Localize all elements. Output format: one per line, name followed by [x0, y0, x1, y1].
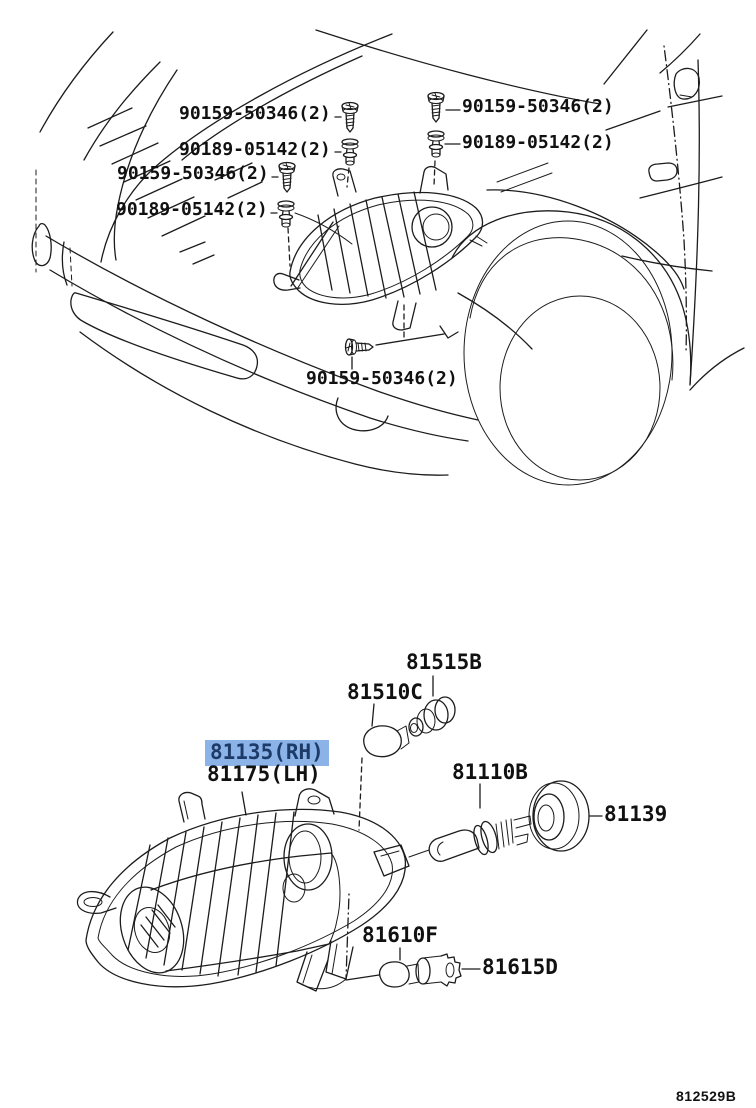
screw-icon — [278, 161, 296, 193]
part-number-label[interactable]: 81610F — [362, 923, 438, 947]
lens-hatching — [317, 191, 437, 299]
turn-signal-socket-drawing — [408, 696, 456, 737]
grille-slats — [87, 107, 263, 265]
clip-icon — [277, 200, 295, 228]
screw-icon — [341, 101, 359, 133]
leader-lines-top — [270, 109, 461, 370]
callout-screw-90159-a[interactable]: 90159-50346(2) — [179, 103, 331, 124]
lens-hatching — [127, 811, 295, 977]
callout-81610F[interactable]: 81610F — [362, 924, 438, 946]
screw-icon — [427, 91, 445, 123]
car-body-drawing — [31, 29, 745, 486]
clip-icon — [427, 130, 445, 158]
callout-81135-RH-selected[interactable]: 81135(RH) — [205, 740, 329, 767]
callout-clip-90189-b[interactable]: 90189-05142(2) — [116, 199, 268, 220]
side-marker-bulb-drawing — [378, 961, 420, 988]
callout-clip-90189-c[interactable]: 90189-05142(2) — [462, 132, 614, 153]
callout-screw-90159-c[interactable]: 90159-50346(2) — [462, 96, 614, 117]
part-number-label[interactable]: 90159-50346(2) — [179, 103, 331, 124]
wedge-bulb-drawing — [363, 725, 410, 758]
part-number-label[interactable]: 81615D — [482, 955, 558, 979]
headlamp-assembly-drawing — [76, 788, 430, 992]
part-number-label[interactable]: 90189-05142(2) — [462, 132, 614, 153]
headlamp-bulb-drawing — [428, 815, 532, 863]
callout-screw-90159-b[interactable]: 90159-50346(2) — [117, 163, 269, 184]
leader-lines-bottom — [241, 675, 603, 981]
front-wheel — [451, 210, 692, 486]
door-handle — [648, 162, 678, 182]
bulb-hole-hatching — [140, 904, 176, 948]
callout-81110B[interactable]: 81110B — [452, 761, 528, 783]
callout-81510C[interactable]: 81510C — [347, 681, 423, 703]
part-number-label[interactable]: 81110B — [452, 760, 528, 784]
part-number-label[interactable]: 90159-50346(2) — [462, 96, 614, 117]
part-number-label[interactable]: 90189-05142(2) — [116, 199, 268, 220]
part-number-label[interactable]: 90159-50346(2) — [117, 163, 269, 184]
door-mirror — [673, 67, 700, 100]
part-number-label[interactable]: 81515B — [406, 650, 482, 674]
figure-code: 812529B — [676, 1088, 737, 1104]
callout-81139[interactable]: 81139 — [604, 803, 667, 825]
part-number-label[interactable]: 81139 — [604, 802, 668, 826]
part-number-label-highlighted[interactable]: 81135(RH) — [205, 740, 329, 767]
callout-screw-90159-d[interactable]: 90159-50346(2) — [306, 368, 458, 389]
front-bumper — [31, 169, 533, 476]
callout-clip-90189-a[interactable]: 90189-05142(2) — [179, 139, 331, 160]
callout-81515B[interactable]: 81515B — [406, 651, 482, 673]
part-number-label[interactable]: 81510C — [347, 680, 423, 704]
side-marker-socket-drawing — [415, 953, 462, 987]
part-number-label[interactable]: 81175(LH) — [207, 762, 321, 786]
headlamp-in-car-drawing — [273, 165, 488, 339]
callout-81175-LH[interactable]: 81175(LH) — [207, 763, 321, 785]
part-number-label[interactable]: 90159-50346(2) — [306, 368, 458, 389]
headlamp-cap-drawing — [528, 780, 590, 852]
part-number-label[interactable]: 90189-05142(2) — [179, 139, 331, 160]
clip-icon — [341, 138, 359, 166]
screw-icon — [344, 338, 374, 356]
callout-81615D[interactable]: 81615D — [482, 956, 558, 978]
